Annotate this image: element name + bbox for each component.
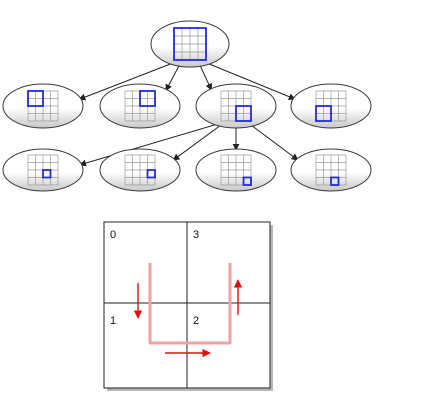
expanded-to-child-edge-1 xyxy=(172,122,225,161)
level1-node-0-highlight xyxy=(27,90,44,107)
quadrant-label-0: 0 xyxy=(110,229,116,241)
level2-node-0-highlight xyxy=(42,169,52,179)
root-to-child-edge-0 xyxy=(78,60,178,101)
level2-node-2 xyxy=(195,148,277,192)
level2-node-3-highlight xyxy=(330,176,340,186)
quadrant-label-2: 2 xyxy=(193,315,199,327)
hilbert-panel: 0 3 1 2 xyxy=(103,221,273,391)
quadrant-label-1: 1 xyxy=(110,315,116,327)
root-node-highlight xyxy=(173,27,207,61)
level1-node-1-highlight xyxy=(139,90,156,107)
root-to-child-edge-3 xyxy=(202,60,296,100)
level2-node-1 xyxy=(99,148,181,192)
level1-node-3 xyxy=(290,83,372,129)
level1-node-0 xyxy=(2,83,84,129)
tree-nodes xyxy=(2,20,372,192)
expanded-to-child-edge-0 xyxy=(79,122,223,167)
level1-node-3-highlight xyxy=(315,105,332,122)
level2-node-0 xyxy=(2,148,84,192)
hilbert-curve xyxy=(148,263,232,345)
level1-node-1 xyxy=(99,83,181,129)
level2-node-2-highlight xyxy=(242,176,252,186)
level1-node-2-highlight xyxy=(235,105,252,122)
level2-node-3 xyxy=(290,148,372,192)
root-node xyxy=(150,20,230,68)
level2-node-1-highlight xyxy=(146,169,156,179)
quadrant-label-3: 3 xyxy=(193,229,199,241)
expanded-to-child-edge-3 xyxy=(247,122,299,161)
level1-node-2 xyxy=(195,83,277,129)
